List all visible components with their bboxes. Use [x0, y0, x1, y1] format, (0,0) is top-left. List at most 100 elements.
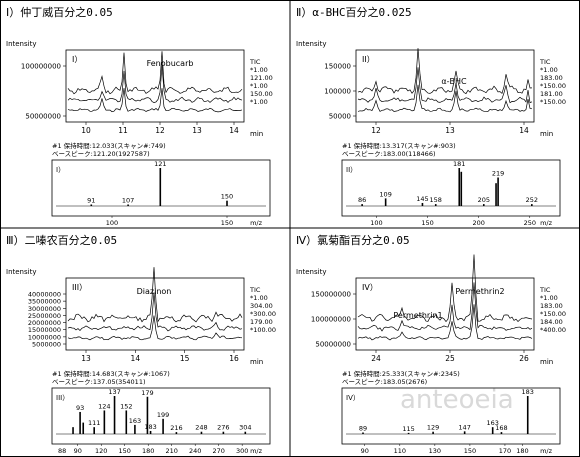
- panel-1-legend-item: *1.00: [250, 98, 268, 106]
- panel-2-legend-item: 181.00: [540, 90, 563, 98]
- panel-3-heading: Ⅲ）二嗪农百分之0.05: [6, 233, 117, 247]
- panel-3-legend-item: *100.00: [250, 326, 276, 334]
- panel-3-spectrum-peak-label: 179: [141, 389, 153, 397]
- panel-1-spectrum-label: I）: [56, 166, 65, 174]
- panel-4-spectrum-peak-label: 89: [359, 424, 367, 432]
- panel-2-spectrum-xtick-label: 200: [472, 219, 484, 227]
- panel-3-spectrum-peak-label: 183: [144, 423, 156, 431]
- panel-1-info-line-1: #1 保持時間:12.033(スキャン#:749): [52, 141, 166, 150]
- panel-2-x-unit: min: [540, 130, 553, 138]
- panel-4-spectrum-unit: m/z: [540, 447, 553, 455]
- panel-1-trace-3: [67, 87, 243, 113]
- panel-3-spectrum-xtick-label: 90: [74, 447, 82, 455]
- panel-1-trace-1: [67, 51, 243, 95]
- panel-4-legend-item: 184.00: [540, 318, 563, 326]
- panel-1-spectrum-xtick-label: 100: [106, 219, 118, 227]
- panel-4-xtick-label: 26: [519, 354, 529, 363]
- panel-4-xtick-label: 24: [371, 354, 381, 363]
- panel-4-trace-2: [357, 282, 533, 332]
- panel-4-x-unit: min: [540, 358, 553, 366]
- panel-2-xtick-label: 14: [519, 126, 529, 135]
- panel-2-legend-item: *1.00: [540, 66, 558, 74]
- panel-1-spectrum-peak-label: 91: [87, 196, 95, 204]
- panel-2-spectrum-unit: m/z: [540, 219, 553, 227]
- panel-3-spectrum-peak-label: 199: [157, 411, 169, 419]
- panel-3-trace-2: [67, 292, 243, 332]
- panel-4-legend-item: TIC: [539, 286, 551, 294]
- panel-3-chromatogram-frame: [65, 277, 245, 351]
- panel-3-ytick-label: 5000000: [32, 341, 61, 349]
- panel-3-spectrum-axis-start: 88: [58, 447, 66, 455]
- panel-1-xtick-label: 10: [81, 126, 91, 135]
- panel-3-ytick-label: 20000000: [28, 319, 61, 327]
- panel-4-spectrum-frame: [341, 387, 561, 445]
- panel-4-spectrum-xtick-label: 150: [464, 447, 476, 455]
- panel-2-compound-label: α-BHC: [441, 77, 467, 86]
- panel-4-xtick-label: 25: [445, 354, 455, 363]
- panel-1-info-line-2: ベースピーク:121.20(1927587): [52, 150, 150, 158]
- panel-1-spectrum-xtick-label: 150: [221, 219, 233, 227]
- panel-3-spectrum-xtick-label: 150: [119, 447, 131, 455]
- panel-2-legend-item: 183.00: [540, 74, 563, 82]
- panel-3-spectrum-xtick-label: 270: [212, 447, 224, 455]
- panel-3-xtick-label: 13: [81, 354, 91, 363]
- panel-4-spectrum-peak-label: 115: [402, 425, 414, 433]
- panel-2-spectrum-frame: [341, 159, 561, 217]
- panel-2-spectrum-peak-label: 252: [526, 196, 538, 204]
- panel-3-xtick-label: 16: [229, 354, 239, 363]
- panel-3-spectrum-unit: m/z: [250, 447, 263, 455]
- panel-4-spectrum-xtick-label: 130: [429, 447, 441, 455]
- panel-1-inset-label: I）: [72, 55, 82, 64]
- panel-4-legend-item: *1.00: [540, 294, 558, 302]
- panel-4-spectrum-xtick-label: 90: [361, 447, 369, 455]
- panel-4-inset-label: IV）: [362, 283, 378, 292]
- panel-2-legend-item: *150.00: [540, 82, 566, 90]
- panel-1-chromatogram-frame: [65, 49, 245, 123]
- panel-2-trace-3: [357, 84, 533, 113]
- panel-4-heading: Ⅳ）氯菊酯百分之0.05: [296, 233, 410, 247]
- panel-2-spectrum-peak-label: 109: [379, 190, 391, 198]
- panel-3-xtick-label: 14: [131, 354, 141, 363]
- panel-1-x-unit: min: [250, 130, 263, 138]
- panel-2-legend-item: *150.00: [540, 98, 566, 106]
- panel-2-xtick-label: 12: [371, 126, 381, 135]
- panel-3-info-line-1: #1 保持時間:14.683(スキャン#:1067): [52, 369, 170, 378]
- panel-3-spectrum-peak-label: 248: [195, 424, 207, 432]
- panel-3-spectrum-frame: [51, 387, 271, 445]
- panel-3-info-line-2: ベースピーク:137.05(354011): [52, 378, 146, 386]
- panel-4-chromatogram-frame: [355, 277, 535, 351]
- panel-4-spectrum-xtick-label: 170: [499, 447, 511, 455]
- panel-4-ytick-label: 150000000: [311, 291, 351, 299]
- panel-1-trace-2: [67, 65, 243, 103]
- panel-3-legend-item: *300.00: [250, 310, 276, 318]
- panel-3-spectrum-peak-label: 216: [170, 424, 182, 432]
- panel-3-spectrum-peak-label: 163: [129, 417, 141, 425]
- panel-3-compound-label: Diazinon: [137, 287, 172, 296]
- panel-4-info-line-2: ベースピーク:183.05(2676): [342, 378, 427, 386]
- panel-1-spectrum-frame: [51, 159, 271, 217]
- panel-2-spectrum-xtick-label: 250: [524, 219, 536, 227]
- panel-2-ytick-label: 50000: [329, 113, 351, 121]
- watermark: anteoeia: [400, 385, 514, 415]
- panel-2-spectrum-peak-label: 158: [430, 196, 442, 204]
- panel-3-spectrum-xtick-label: 240: [189, 447, 201, 455]
- panel-1-xtick-label: 14: [229, 126, 239, 135]
- panel-1-legend-item: *1.00: [250, 66, 268, 74]
- panel-2-info-line-2: ベースピーク:183.00(118466): [342, 150, 436, 158]
- panel-1-ytick-label: 50000000: [25, 113, 61, 121]
- panel-1-legend-item: 121.00: [250, 74, 273, 82]
- panel-4-ytick-label: 100000000: [311, 316, 351, 324]
- panel-3-spectrum-label: III）: [56, 394, 69, 402]
- panel-2-xtick-label: 13: [445, 126, 455, 135]
- panel-3-spectrum-peak-label: 137: [108, 388, 120, 396]
- panel-2-inset-label: II）: [362, 55, 375, 64]
- panel-2-info-line-1: #1 保持時間:13.317(スキャン#:903): [342, 141, 456, 150]
- panel-4-legend-item: 183.00: [540, 302, 563, 310]
- panel-2-intensity-label: Intensity: [296, 40, 326, 48]
- panel-4-spectrum-peak-label: 183: [522, 388, 534, 396]
- panel-2-ytick-label: 100000: [324, 88, 351, 96]
- panel-3-legend-item: TIC: [249, 286, 261, 294]
- panel-4-compound-label-2: Permethrin2: [455, 287, 504, 296]
- panel-3-trace-1: [67, 267, 243, 323]
- panel-3-spectrum-peak-label: 111: [88, 419, 100, 427]
